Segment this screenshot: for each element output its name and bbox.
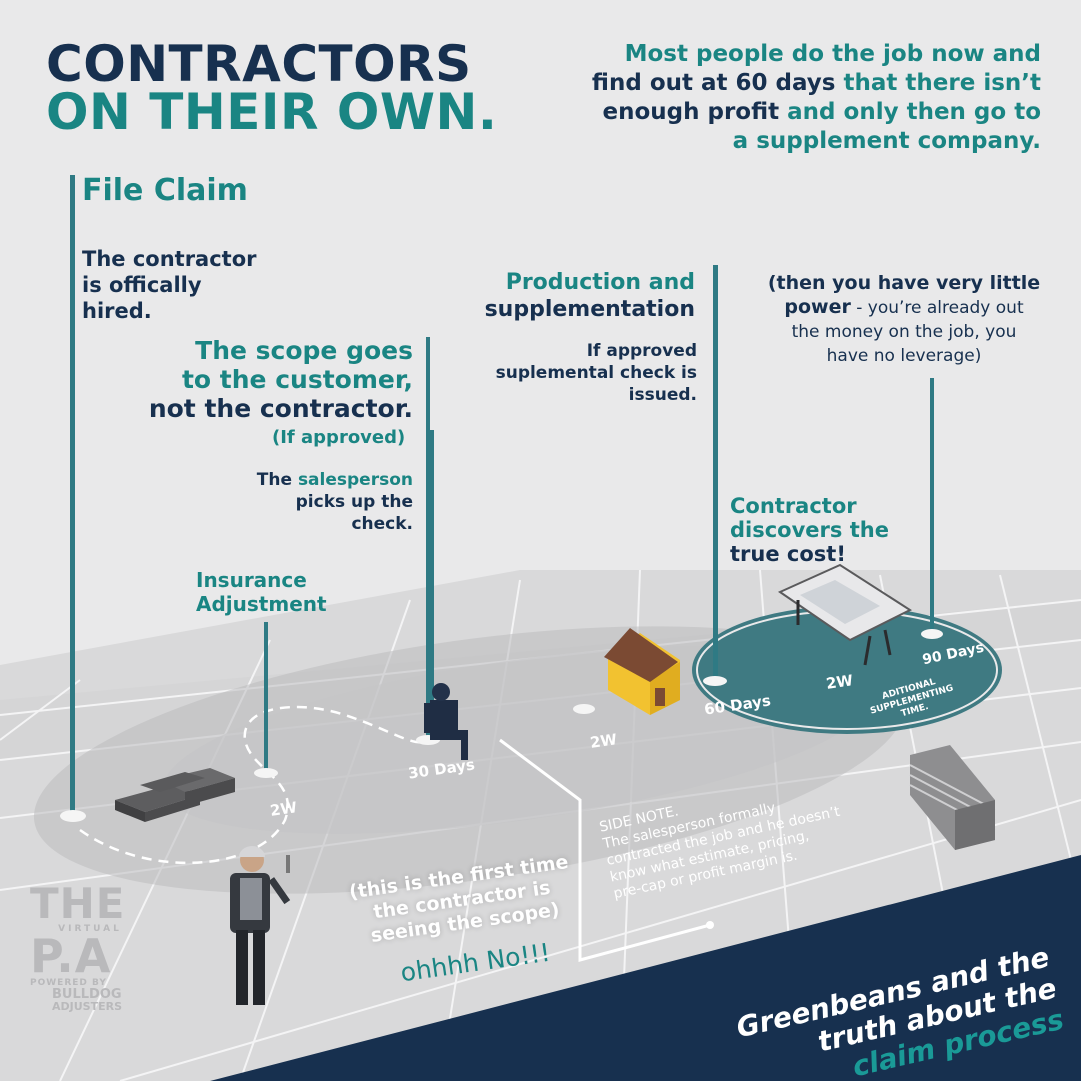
lumber-stack <box>909 745 996 850</box>
timeline-2w-2: 2W <box>588 730 619 752</box>
intro-text: Most people do the job now and find out … <box>591 41 1041 154</box>
side-note-connector <box>499 738 711 962</box>
scope-title: The scope goes to the customer, not the … <box>148 336 413 423</box>
file-claim-title: File Claim <box>82 173 248 208</box>
page-title-line2: ON THEIR OWN. <box>46 83 498 141</box>
cinder-blocks <box>115 768 235 822</box>
supplement-disc <box>692 606 1002 734</box>
house-illustration <box>604 628 680 715</box>
scope-note: (If approved) <box>272 427 406 448</box>
scope-desc: The salesperson picks up the check. <box>256 470 413 534</box>
production-desc: If approved suplemental check is issued. <box>495 341 697 405</box>
timeline-2w-3: 2W <box>824 671 855 693</box>
brand-logo: THE VIRTUAL P.A POWERED BY BULLDOG ADJUS… <box>30 879 126 1013</box>
blueprint-table <box>777 563 913 666</box>
leverage-note: (then you have very little power - you’r… <box>767 272 1041 366</box>
insurance-adjustment-title: Insurance Adjustment <box>196 568 327 616</box>
discover-true-cost: Contractor discovers the true cost! <box>730 494 889 566</box>
timeline-2w-1: 2W <box>268 798 299 820</box>
standing-worker <box>230 846 291 1005</box>
file-claim-desc: The contractor is offically hired. <box>82 247 257 323</box>
seated-person <box>424 683 468 760</box>
page-title-line1: CONTRACTORS <box>46 35 472 93</box>
production-title: Production and supplementation <box>484 270 695 322</box>
footer-band <box>210 855 1081 1081</box>
